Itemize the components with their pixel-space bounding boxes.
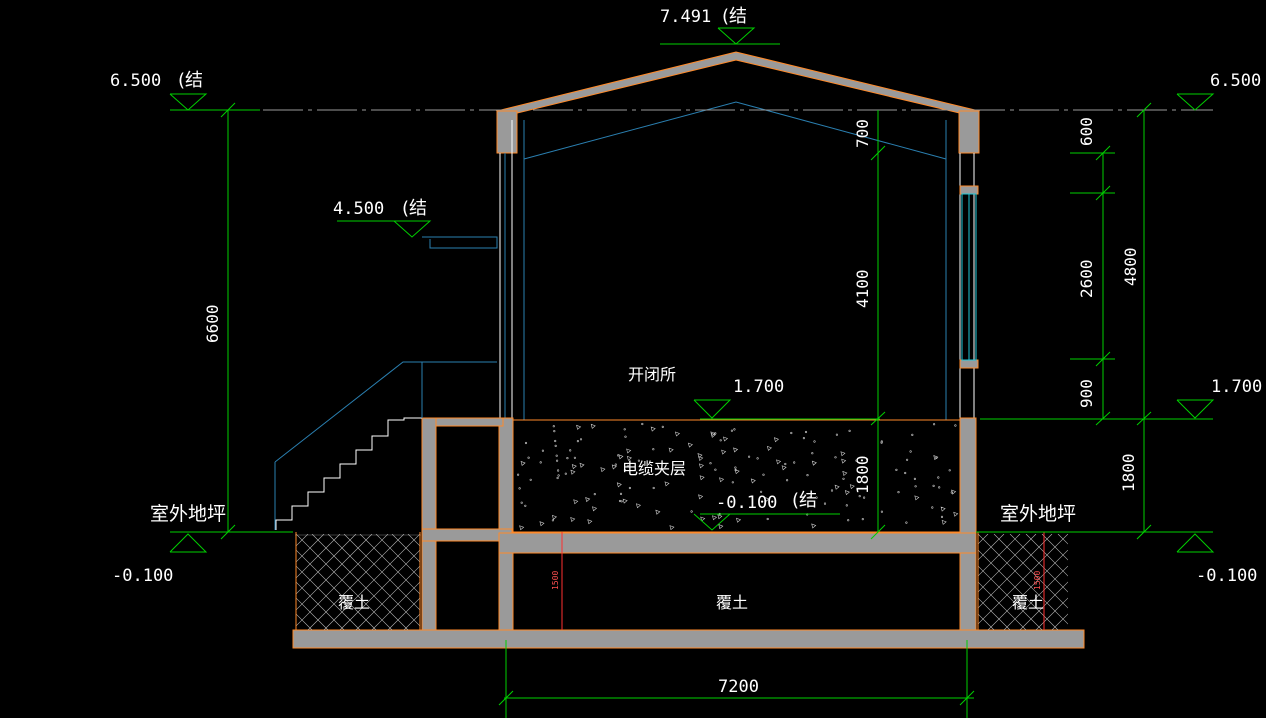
dim-center-mid: 4100 bbox=[853, 269, 872, 308]
roof bbox=[495, 51, 981, 160]
dimension-labels: 6600 700 4100 1800 600 2600 900 4800 180… bbox=[203, 117, 1140, 697]
dim-right-total: 4800 bbox=[1121, 247, 1140, 286]
elev-canopy-note: (结 bbox=[402, 198, 427, 219]
label-cable-interlayer: 电缆夹层 bbox=[622, 459, 686, 478]
label-fill-center: 覆土 bbox=[716, 593, 748, 612]
dim-red-center: 1500 bbox=[551, 571, 560, 590]
dim-right-window: 2600 bbox=[1077, 259, 1096, 298]
label-ground-left: 室外地坪 bbox=[150, 503, 226, 525]
elev-marker-floor-right bbox=[1176, 399, 1215, 419]
elev-cable-level: -0.100 bbox=[716, 493, 777, 513]
soil-hatch-left bbox=[296, 534, 420, 630]
eave-right bbox=[958, 110, 980, 154]
dim-red-right: 1500 bbox=[1033, 571, 1042, 590]
elev-ridge: 7.491 bbox=[660, 7, 711, 27]
elev-ground-left: -0.100 bbox=[112, 566, 173, 586]
elev-canopy: 4.500 bbox=[333, 199, 384, 219]
elev-marker-ground-left bbox=[169, 533, 208, 553]
lower-structure bbox=[292, 417, 1085, 649]
ceiling-line bbox=[523, 101, 947, 160]
elev-marker-ground-right bbox=[1176, 533, 1215, 553]
dim-right-sill: 900 bbox=[1077, 379, 1096, 408]
elev-floor-center: 1.700 bbox=[733, 377, 784, 397]
elev-ridge-note: (结 bbox=[722, 6, 747, 27]
upper-walls bbox=[499, 120, 979, 420]
cable-interlayer-fill bbox=[512, 419, 961, 533]
label-fill-right: 覆土 bbox=[1012, 593, 1044, 612]
roof-slab bbox=[495, 51, 981, 117]
elev-eave-left-note: (结 bbox=[178, 70, 203, 91]
elev-marker-eave-right bbox=[1176, 93, 1215, 111]
elev-marker-ridge bbox=[717, 27, 756, 45]
level-lines bbox=[170, 43, 1213, 533]
dim-right-top: 600 bbox=[1077, 117, 1096, 146]
aggregate-dots bbox=[516, 422, 959, 531]
elev-cable-note: (结 bbox=[792, 490, 817, 511]
label-fill-left: 覆土 bbox=[338, 593, 370, 612]
dimension-lines bbox=[220, 102, 1152, 718]
room-labels: 室外地坪 室外地坪 开闭所 电缆夹层 覆土 覆土 覆土 bbox=[150, 365, 1076, 612]
dim-right-lower: 1800 bbox=[1119, 453, 1138, 492]
elevation-labels: 7.491 (结 6.500 (结 6.500 4.500 (结 1.700 1… bbox=[110, 6, 1262, 586]
elev-floor-right: 1.700 bbox=[1211, 377, 1262, 397]
elev-marker-canopy bbox=[393, 220, 432, 238]
soil-hatch-right bbox=[978, 534, 1068, 630]
label-switch-room: 开闭所 bbox=[628, 365, 676, 384]
dim-center-upper: 700 bbox=[853, 119, 872, 148]
elevation-markers bbox=[169, 27, 1215, 553]
canopy bbox=[422, 236, 498, 249]
dim-center-lower: 1800 bbox=[853, 455, 872, 494]
elev-eave-left: 6.500 bbox=[110, 71, 161, 91]
elev-marker-floor bbox=[693, 399, 732, 419]
elev-ground-right: -0.100 bbox=[1196, 566, 1257, 586]
elev-eave-right: 6.500 bbox=[1210, 71, 1261, 91]
elev-marker-eave-left bbox=[169, 93, 208, 111]
label-ground-right: 室外地坪 bbox=[1000, 503, 1076, 525]
eave-left bbox=[496, 110, 518, 154]
dim-bottom-width: 7200 bbox=[718, 677, 759, 697]
dim-total-height-left: 6600 bbox=[203, 304, 222, 343]
elev-marker-cable bbox=[693, 513, 731, 531]
foundation-slab bbox=[292, 629, 1085, 649]
stair bbox=[274, 361, 497, 530]
